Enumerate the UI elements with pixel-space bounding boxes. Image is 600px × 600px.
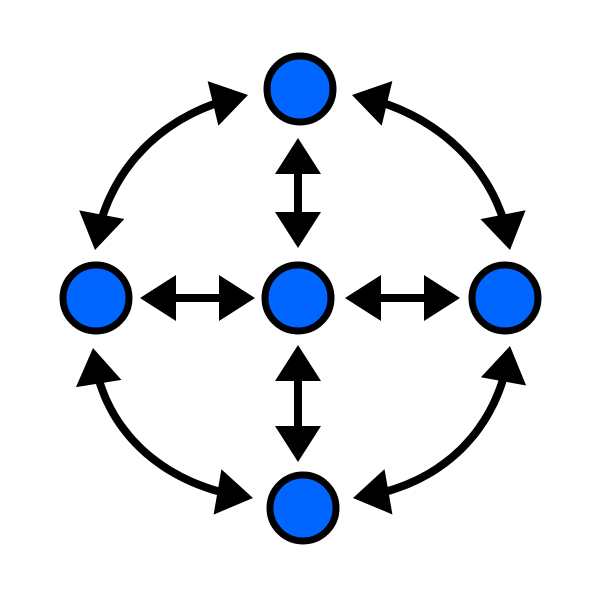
arrowhead-left-bottom-start — [75, 348, 122, 388]
edge-left-center — [140, 275, 255, 321]
arrowhead-top-center-start — [275, 138, 321, 174]
arrowhead-left-center-start — [140, 275, 176, 321]
node-top — [263, 52, 337, 126]
arrowhead-left-bottom-end — [213, 469, 253, 515]
node-bottom — [266, 471, 340, 545]
edge-top-right — [352, 81, 526, 250]
edge-top-center — [275, 138, 321, 248]
nodes-layer — [59, 52, 542, 545]
edge-curve-top-right — [381, 99, 507, 222]
node-center — [261, 261, 335, 335]
edge-curve-right-bottom — [383, 375, 507, 495]
node-right — [468, 261, 542, 335]
arrowhead-right-bottom-end — [353, 469, 393, 515]
edges-layer — [75, 81, 527, 515]
arrowhead-right-bottom-start — [480, 346, 527, 386]
arrowhead-left-center-end — [219, 275, 255, 321]
edge-right-bottom — [353, 346, 527, 515]
arrowhead-top-right-end — [480, 210, 526, 250]
arrowhead-center-bottom-start — [275, 345, 321, 381]
arrowhead-center-bottom-end — [275, 426, 321, 462]
edge-center-bottom — [275, 345, 321, 462]
arrowhead-top-center-end — [275, 212, 321, 248]
arrowhead-top-right-start — [352, 81, 393, 126]
edge-top-left — [79, 81, 248, 250]
arrowhead-top-left-end — [79, 210, 125, 250]
edge-curve-left-bottom — [95, 377, 222, 495]
node-left — [59, 261, 133, 335]
edge-curve-top-left — [98, 99, 219, 222]
arrowhead-top-left-start — [207, 81, 248, 126]
arrowhead-center-right-end — [424, 275, 460, 321]
edge-center-right — [345, 275, 460, 321]
arrowhead-center-right-start — [345, 275, 381, 321]
edge-left-bottom — [75, 348, 253, 515]
